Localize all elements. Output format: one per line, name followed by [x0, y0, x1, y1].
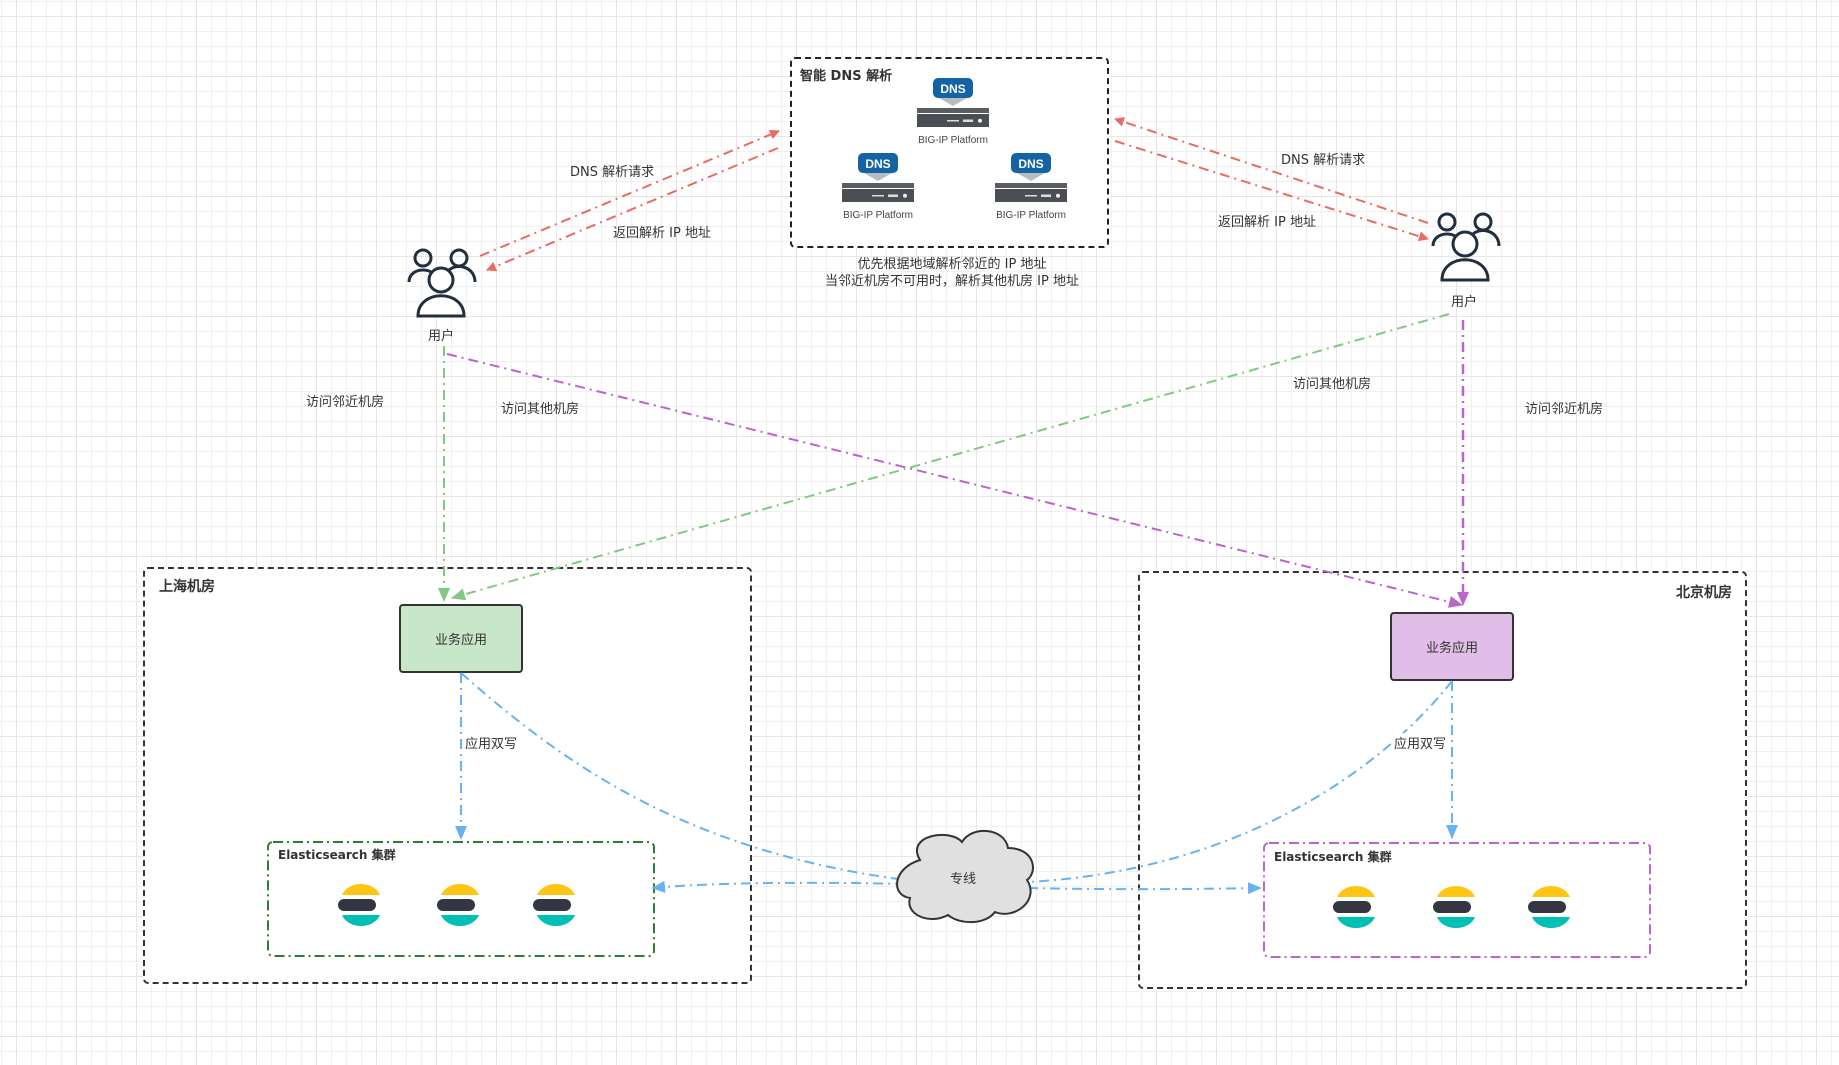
label-sh-dual-write: 应用双写 — [465, 733, 518, 752]
dns-server-icon: DNS — [917, 78, 989, 127]
dns-server-top: DNS — [913, 78, 993, 148]
elasticsearch-node-icon — [1528, 883, 1574, 935]
edge-right-visit-other — [451, 313, 1450, 601]
elasticsearch-node-icon — [437, 881, 483, 933]
dedicated-line-label: 专线 — [950, 872, 977, 887]
dns-group-title: 智能 DNS 解析 — [800, 69, 893, 84]
dns-server-label: BIG-IP Platform — [996, 210, 1066, 221]
shanghai-business-app[interactable]: 业务应用 — [399, 604, 523, 673]
elasticsearch-node-icon — [1333, 883, 1379, 935]
beijing-cluster-title: Elasticsearch 集群 — [1274, 850, 1392, 864]
shanghai-cluster-title: Elasticsearch 集群 — [278, 848, 396, 862]
label-left-visit-other: 访问其他机房 — [501, 402, 580, 417]
user-group-icon-right — [1431, 212, 1501, 282]
dns-caption-line2: 当邻近机房不可用时，解析其他机房 IP 地址 — [825, 274, 1079, 289]
app-label: 业务应用 — [1425, 641, 1478, 656]
label-left-visit-near: 访问邻近机房 — [306, 395, 385, 410]
user-group-icon-left — [407, 248, 477, 318]
dns-badge-text: DNS — [940, 82, 965, 96]
dns-server-icon: DNS — [842, 153, 914, 202]
user-label-right: 用户 — [1451, 295, 1478, 310]
label-right-dns-request: DNS 解析请求 — [1281, 153, 1366, 168]
svg-text:DNS: DNS — [1018, 157, 1043, 171]
edge-right-dns-request — [1114, 117, 1429, 224]
elasticsearch-node-icon — [1433, 883, 1479, 935]
label-right-visit-other: 访问其他机房 — [1293, 377, 1372, 392]
label-left-dns-request: DNS 解析请求 — [570, 165, 655, 180]
beijing-business-app[interactable]: 业务应用 — [1390, 612, 1514, 681]
elasticsearch-node-icon — [338, 881, 384, 933]
dns-server-label: BIG-IP Platform — [843, 210, 913, 221]
shanghai-room-title: 上海机房 — [159, 579, 215, 595]
label-right-visit-near: 访问邻近机房 — [1525, 402, 1604, 417]
dns-server-right: DNS — [991, 153, 1071, 223]
dns-server-icon: DNS — [995, 153, 1067, 202]
beijing-room-title: 北京机房 — [1676, 585, 1732, 601]
dns-server-label: BIG-IP Platform — [918, 135, 988, 146]
label-right-dns-return: 返回解析 IP 地址 — [1218, 215, 1316, 230]
label-bj-dual-write: 应用双写 — [1394, 733, 1447, 752]
app-label: 业务应用 — [434, 633, 487, 648]
user-label-left: 用户 — [428, 329, 455, 344]
elasticsearch-node-icon — [533, 881, 579, 933]
label-left-dns-return: 返回解析 IP 地址 — [613, 226, 711, 241]
svg-text:DNS: DNS — [865, 157, 890, 171]
dns-server-left: DNS — [838, 153, 918, 223]
dns-caption-line1: 优先根据地域解析邻近的 IP 地址 — [857, 257, 1047, 272]
